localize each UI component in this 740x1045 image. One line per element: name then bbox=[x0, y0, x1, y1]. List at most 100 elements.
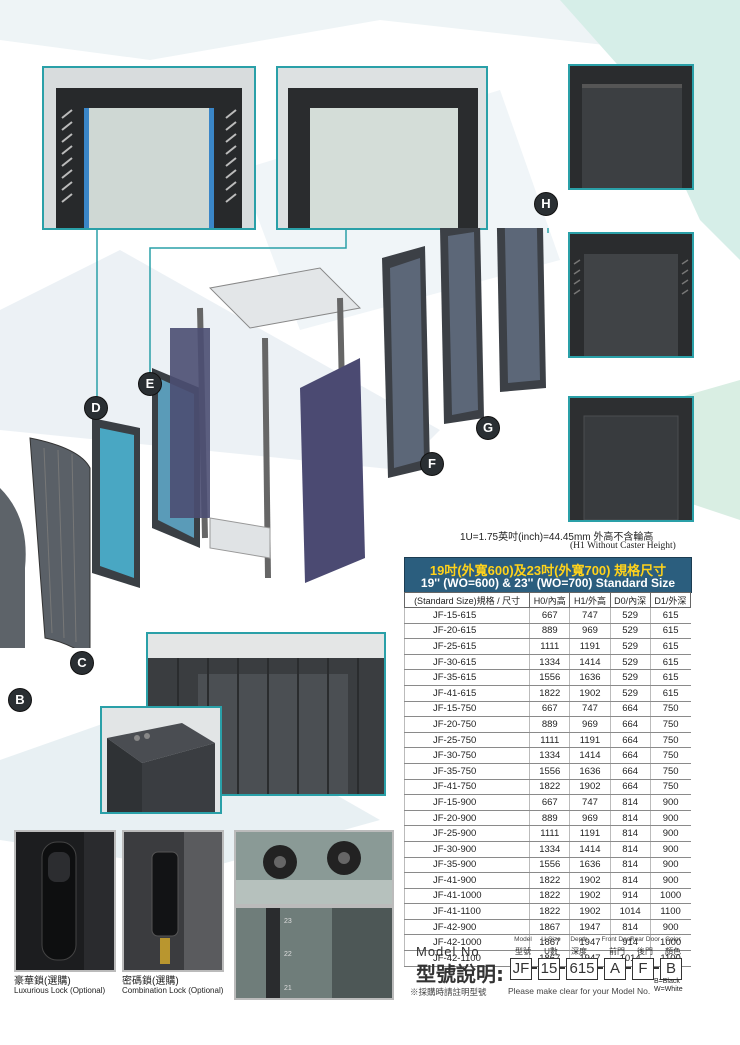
dimension-cell: 1556 bbox=[529, 857, 570, 874]
door-d-detail-photo bbox=[42, 66, 256, 230]
model-cell: JF-25-900 bbox=[403, 825, 530, 842]
combination-lock-caption-cn: 密碼鎖(選購) bbox=[122, 976, 179, 987]
fan-unit-photo bbox=[234, 830, 394, 906]
dimension-cell: 814 bbox=[609, 872, 651, 889]
dimension-cell: 1902 bbox=[569, 685, 611, 702]
dimension-cell: 1334 bbox=[529, 747, 570, 764]
dimension-cell: 1902 bbox=[569, 872, 611, 889]
dimension-cell: 1191 bbox=[569, 825, 611, 842]
dimension-cell: 664 bbox=[609, 732, 651, 749]
dimension-cell: 889 bbox=[529, 623, 570, 640]
door-label-f: F bbox=[420, 452, 444, 476]
dimension-cell: 664 bbox=[609, 779, 651, 796]
model-part-value: JF bbox=[510, 958, 532, 980]
model-cell: JF-20-900 bbox=[403, 810, 530, 827]
fan-unit-illustration bbox=[236, 832, 392, 904]
cabinet-top-illustration bbox=[102, 708, 220, 812]
dimension-cell: 750 bbox=[649, 779, 691, 796]
dimension-cell: 900 bbox=[649, 857, 691, 874]
dimension-cell: 814 bbox=[609, 841, 651, 858]
dimension-cell: 1947 bbox=[569, 934, 611, 952]
model-part-separator bbox=[597, 967, 603, 969]
dimension-cell: 750 bbox=[649, 732, 691, 749]
cabinet-top-photo bbox=[100, 706, 222, 814]
model-cell: JF-35-900 bbox=[403, 857, 530, 874]
model-part-value: F bbox=[632, 958, 654, 980]
dimension-cell: 747 bbox=[569, 701, 611, 718]
spec-title-cn: 19吋(外寬600)及23吋(外寬700) 規格尺寸 bbox=[429, 563, 667, 578]
dimension-cell: 1191 bbox=[569, 638, 611, 655]
rack-rail-photo: 23 22 21 bbox=[234, 906, 394, 1000]
dimension-cell: 814 bbox=[609, 794, 651, 811]
dimension-cell: 1867 bbox=[529, 919, 570, 936]
luxurious-lock-illustration bbox=[16, 832, 114, 970]
dimension-cell: 1636 bbox=[569, 763, 611, 780]
model-cell: JF-41-1100 bbox=[403, 903, 530, 920]
dimension-cell: 664 bbox=[609, 763, 651, 780]
unit-note: 1U=1.75英吋(inch)=44.45mm 外高不含輪高 bbox=[460, 532, 654, 543]
model-note-cn: ※採購時請註明型號 bbox=[410, 987, 487, 997]
dimension-cell: 1822 bbox=[529, 903, 570, 920]
model-cell: JF-30-750 bbox=[403, 747, 530, 764]
rail-number: 22 bbox=[284, 951, 292, 958]
model-cell: JF-35-615 bbox=[403, 669, 530, 686]
dimension-cell: 667 bbox=[529, 794, 570, 811]
dimension-cell: 969 bbox=[569, 623, 611, 640]
model-part-cn: 前門 bbox=[609, 947, 625, 956]
spec-header: (Standard Size)規格 / 尺寸 bbox=[403, 592, 531, 608]
perforated-door-g-illustration bbox=[570, 234, 692, 356]
dimension-cell: 750 bbox=[649, 763, 691, 780]
luxurious-lock-caption-en: Luxurious Lock (Optional) bbox=[14, 986, 106, 995]
dimension-cell: 615 bbox=[649, 685, 691, 702]
model-part-en: Model bbox=[514, 936, 532, 943]
dimension-cell: 889 bbox=[529, 810, 570, 827]
spec-header-row: (Standard Size)規格 / 尺寸 H0/內高 H1/外高 D0/內深… bbox=[403, 592, 692, 608]
model-cell: JF-41-615 bbox=[403, 685, 530, 702]
door-label-g: G bbox=[476, 416, 500, 440]
dimension-cell: 814 bbox=[609, 810, 651, 827]
dimension-cell: 1556 bbox=[529, 669, 570, 686]
rail-number: 23 bbox=[284, 918, 292, 925]
dimension-cell: 664 bbox=[609, 747, 651, 764]
dimension-cell: 1111 bbox=[529, 825, 570, 842]
door-e-detail-photo bbox=[276, 66, 488, 230]
dimension-cell: 750 bbox=[649, 701, 691, 718]
model-cell: JF-15-900 bbox=[403, 794, 530, 811]
model-cell: JF-35-750 bbox=[403, 763, 530, 780]
model-part-en: Color bbox=[665, 936, 681, 943]
dimension-cell: 1822 bbox=[529, 779, 570, 796]
model-part-cn: U數 bbox=[544, 947, 558, 956]
dimension-cell: 1191 bbox=[569, 732, 611, 749]
model-label-cn: 型號說明: bbox=[416, 962, 504, 986]
model-part-value: B bbox=[660, 958, 682, 980]
model-cell: JF-15-615 bbox=[403, 607, 530, 624]
door-label-e: E bbox=[138, 372, 162, 396]
model-part-en: U-Size bbox=[541, 936, 561, 943]
dimension-cell: 667 bbox=[529, 701, 570, 718]
model-label-en: Model No bbox=[416, 944, 480, 959]
dimension-cell: 814 bbox=[609, 857, 651, 874]
door-g-detail-photo bbox=[568, 232, 694, 358]
model-part-en: Front Door bbox=[601, 936, 633, 943]
dimension-cell: 969 bbox=[569, 810, 611, 827]
model-cell: JF-42-1000 bbox=[403, 934, 530, 952]
solid-door-f-illustration bbox=[570, 398, 692, 520]
dimension-cell: 615 bbox=[649, 623, 691, 640]
model-part-value: A bbox=[604, 958, 626, 980]
model-cell: JF-41-750 bbox=[403, 779, 530, 796]
h1-note: (H1 Without Caster Height) bbox=[570, 541, 676, 551]
dimension-cell: 1334 bbox=[529, 841, 570, 858]
dimension-cell: 900 bbox=[649, 794, 691, 811]
dimension-cell: 814 bbox=[609, 919, 651, 936]
model-part-separator bbox=[625, 967, 631, 969]
